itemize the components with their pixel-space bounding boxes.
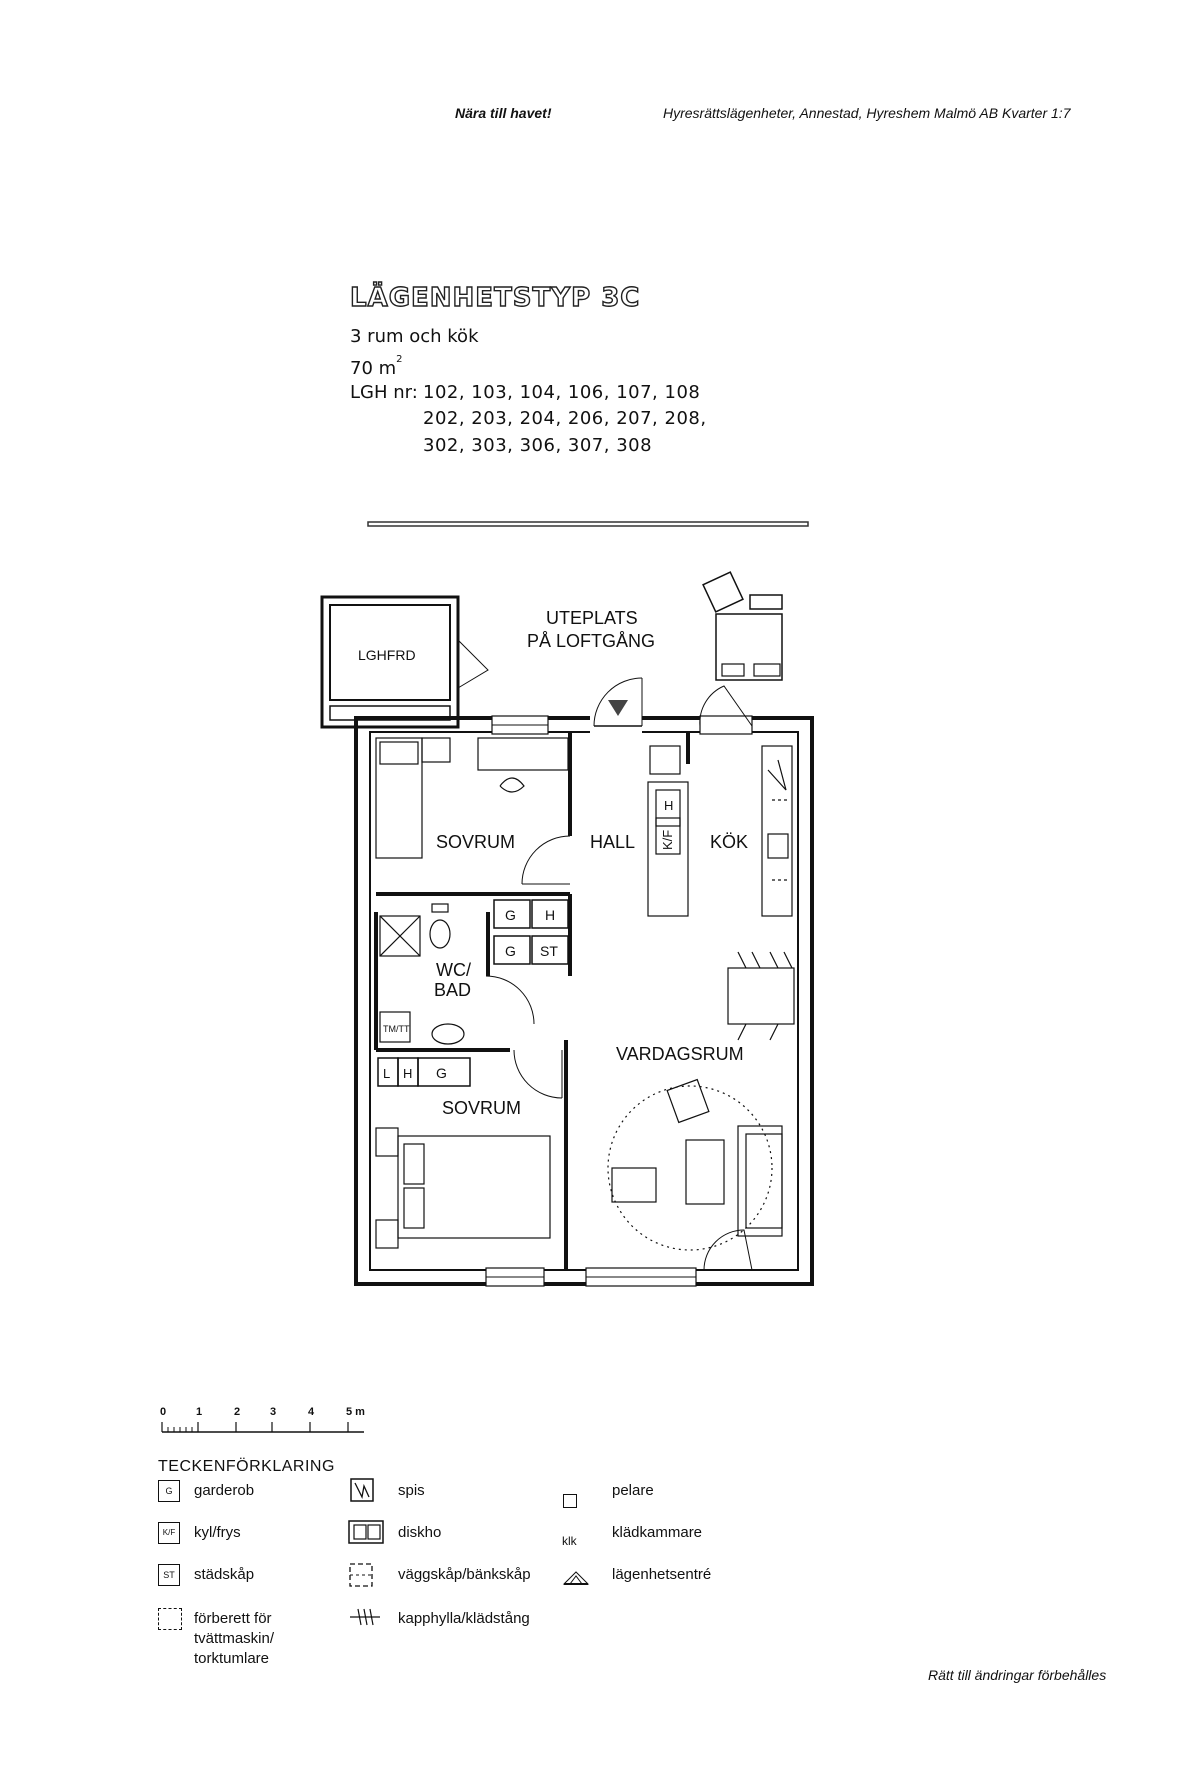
closet-g3-label: G [436, 1065, 447, 1081]
legend-klk-text: klädkammare [612, 1524, 703, 1541]
legend-kylfrys-text: kyl/frys [194, 1524, 241, 1541]
kitchen-fixtures [647, 745, 793, 917]
interior-walls [374, 732, 690, 1270]
entre-icon [608, 700, 628, 716]
lgh-label: LGH nr: [350, 382, 418, 403]
legend-tvatt-text-1: förberett för [194, 1610, 272, 1627]
hall-closets [493, 899, 569, 965]
vardagsrum-label: VARDAGSRUM [616, 1044, 744, 1064]
header-slogan: Nära till havet! [455, 105, 552, 121]
kapphylla-icon [350, 1608, 380, 1626]
scale-tick-3: 3 [270, 1406, 277, 1418]
legend-entre-text: lägenhetsentré [612, 1566, 712, 1583]
scale-bar [158, 1414, 378, 1441]
sovrum-2-label: SOVRUM [442, 1098, 521, 1118]
entre-icon [562, 1571, 590, 1585]
legend-pelare-text: pelare [612, 1482, 654, 1499]
scale-tick-4: 4 [308, 1406, 315, 1418]
legend-stadskap-icon: ST [158, 1564, 180, 1586]
header-project-info: Hyresrättslägenheter, Annestad, Hyreshem… [663, 105, 1071, 121]
scale-bar-graphic [161, 1422, 364, 1433]
closet-h2-label: H [403, 1066, 412, 1081]
legend-garderob-text: garderob [194, 1482, 255, 1499]
outdoor-furniture [702, 571, 783, 681]
apartment-rooms: 3 rum och kök [350, 326, 479, 347]
apartment-area-superscript: 2 [396, 354, 403, 365]
legend-tvatt-text-2: tvättmaskin/ [194, 1630, 275, 1647]
bathroom-fixtures [379, 903, 465, 1045]
double-bed [375, 1127, 551, 1249]
bedroom-1-furniture [375, 737, 569, 859]
kitchen-door [699, 685, 753, 727]
windows [485, 715, 753, 1287]
tvatt-icon [158, 1608, 182, 1630]
closet-h-label: H [545, 907, 555, 923]
closet-g1-label: G [505, 907, 516, 923]
apartment-area-value: 70 m [350, 358, 397, 379]
legend-title: TECKENFÖRKLARING [158, 1458, 335, 1475]
loftgang-rail [367, 521, 809, 527]
bedroom-2-closets [377, 1057, 471, 1087]
apartment-type-title: LÄGENHETSTYP 3C [349, 282, 641, 313]
living-room-furniture [607, 1078, 783, 1251]
legend-kapphylla-text: kapphylla/klädstång [398, 1610, 530, 1627]
legend-kylfrys-icon: K/F [158, 1522, 180, 1544]
uteplats-label: UTEPLATS [546, 608, 638, 628]
spis-icon [350, 1478, 374, 1502]
kf-label: K/F [660, 830, 675, 850]
scale-tick-0: 0 [160, 1406, 167, 1418]
legend-diskho-text: diskho [398, 1524, 442, 1541]
legend-stadskap-text: städskåp [194, 1566, 255, 1583]
floor-plan: LGHFRD UTEPLATS PÅ LOFTGÅNG [320, 521, 814, 1287]
bad-label: BAD [434, 980, 471, 1000]
closet-l-label: L [383, 1066, 390, 1081]
scale-tick-5: 5 m [346, 1406, 365, 1418]
hall-h-label: H [664, 798, 673, 813]
kok-label: KÖK [710, 832, 748, 852]
footer-disclaimer: Rätt till ändringar förbehålles [928, 1667, 1107, 1683]
outer-walls [354, 716, 814, 1286]
interior-doors [485, 835, 571, 1099]
closet-st-label: ST [540, 943, 558, 959]
scale-tick-2: 2 [234, 1406, 241, 1418]
lgh-numbers-line-1: 102, 103, 104, 106, 107, 108 [423, 382, 701, 403]
legend-klk-icon: klk [562, 1534, 577, 1548]
diskho-icon [348, 1520, 384, 1544]
loftgang-label: PÅ LOFTGÅNG [527, 631, 655, 651]
wc-label: WC/ [436, 960, 471, 980]
dining-set [727, 951, 795, 1041]
balcony-door [703, 1229, 753, 1271]
entrance-door [593, 677, 643, 727]
legend-tvatt-text-3: torktumlare [194, 1650, 270, 1667]
legend-vaggskap-text: väggskåp/bänkskåp [398, 1566, 531, 1583]
lghfrd-storage: LGHFRD [320, 595, 489, 729]
pelare-icon [563, 1494, 577, 1508]
legend-garderob-icon: G [158, 1480, 180, 1502]
vaggskap-icon [349, 1563, 373, 1587]
closet-g2-label: G [505, 943, 516, 959]
lgh-numbers-line-2: 202, 203, 204, 206, 207, 208, [423, 408, 707, 429]
lghfrd-label: LGHFRD [358, 647, 416, 663]
lgh-numbers-line-3: 302, 303, 306, 307, 308 [423, 435, 653, 456]
sovrum-1-label: SOVRUM [436, 832, 515, 852]
scale-tick-1: 1 [196, 1406, 203, 1418]
tmtt-label: TM/TT [383, 1024, 410, 1034]
legend-spis-text: spis [398, 1482, 425, 1499]
hall-label: HALL [590, 832, 635, 852]
